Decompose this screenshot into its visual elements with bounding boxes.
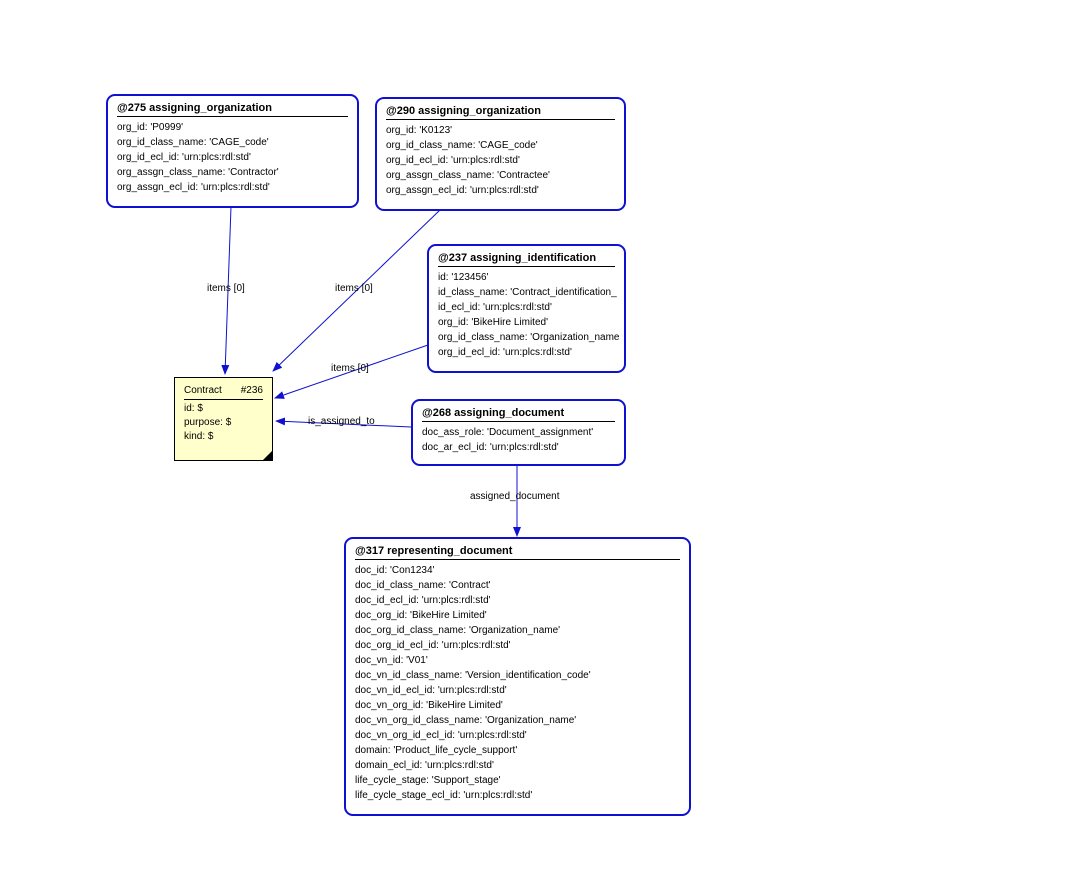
contract-attribute: purpose: $: [184, 417, 232, 428]
entity-attribute: doc_vn_id_ecl_id: 'urn:plcs:rdl:std': [355, 685, 507, 696]
entity-attribute: id_class_name: 'Contract_identification_: [438, 287, 617, 298]
entity-title: @317 representing_document: [355, 544, 680, 560]
entity-attribute: org_id: 'K0123': [386, 125, 453, 136]
entity-attribute: doc_id_ecl_id: 'urn:plcs:rdl:std': [355, 595, 491, 606]
entity-attribute: doc_vn_id: 'V01': [355, 655, 428, 666]
link-268-label: is_assigned_to: [308, 416, 375, 427]
entity-attribute: org_assgn_class_name: 'Contractee': [386, 170, 550, 181]
entity-290-assigning-organization[interactable]: @290 assigning_organization org_id: 'K012…: [375, 97, 626, 211]
entity-attribute: org_id_ecl_id: 'urn:plcs:rdl:std': [386, 155, 520, 166]
link-290-label: items [0]: [335, 283, 373, 294]
entity-317-representing-document[interactable]: @317 representing_document doc_id: 'Con12…: [344, 537, 691, 816]
entity-attribute: org_assgn_ecl_id: 'urn:plcs:rdl:std': [386, 185, 539, 196]
link-275-to-contract[interactable]: [221, 206, 232, 375]
entity-attribute: org_id_class_name: 'CAGE_code': [386, 140, 538, 151]
link-237-label: items [0]: [331, 363, 369, 374]
entity-attribute: id_ecl_id: 'urn:plcs:rdl:std': [438, 302, 552, 313]
link-290-to-contract[interactable]: [272, 209, 441, 372]
entity-attribute: domain: 'Product_life_cycle_support': [355, 745, 518, 756]
contract-attrs: id: $ purpose: $ kind: $: [184, 402, 263, 444]
entity-attribute: org_assgn_class_name: 'Contractor': [117, 167, 279, 178]
contract-note[interactable]: Contract #236 id: $ purpose: $ kind: $: [174, 377, 273, 461]
entity-268-assigning-document[interactable]: @268 assigning_document doc_ass_role: 'Do…: [411, 399, 626, 466]
entity-attribute: org_id_ecl_id: 'urn:plcs:rdl:std': [117, 152, 251, 163]
contract-ref: #236: [240, 385, 263, 396]
link-237-to-contract[interactable]: [274, 344, 429, 399]
entity-attribute: org_id_class_name: 'CAGE_code': [117, 137, 269, 148]
entity-title: @290 assigning_organization: [386, 104, 615, 120]
entity-275-assigning-organization[interactable]: @275 assigning_organization org_id: 'P099…: [106, 94, 359, 208]
entity-attribute: doc_vn_org_id_class_name: 'Organization_…: [355, 715, 577, 726]
entity-attribute: doc_org_id: 'BikeHire Limited': [355, 610, 487, 621]
entity-title: @268 assigning_document: [422, 406, 615, 422]
contract-name: Contract: [184, 385, 222, 396]
link-317-label: assigned_document: [470, 491, 560, 502]
entity-attribute: org_id_ecl_id: 'urn:plcs:rdl:std': [438, 347, 572, 358]
note-fold-corner: [263, 451, 272, 460]
entity-title: @237 assigning_identification: [438, 251, 615, 267]
entity-title: @275 assigning_organization: [117, 101, 348, 117]
contract-attribute: kind: $: [184, 431, 214, 442]
entity-attribute: domain_ecl_id: 'urn:plcs:rdl:std': [355, 760, 494, 771]
entity-attribute: life_cycle_stage: 'Support_stage': [355, 775, 501, 786]
entity-attribute: doc_org_id_class_name: 'Organization_nam…: [355, 625, 561, 636]
link-275-label: items [0]: [207, 283, 245, 294]
entity-attribute: doc_ass_role: 'Document_assignment': [422, 427, 594, 438]
entity-attribute: doc_org_id_ecl_id: 'urn:plcs:rdl:std': [355, 640, 511, 651]
entity-attribute: id: '123456': [438, 272, 489, 283]
entity-attribute: doc_vn_org_id_ecl_id: 'urn:plcs:rdl:std': [355, 730, 527, 741]
entity-attribute: org_id_class_name: 'Organization_name: [438, 332, 620, 343]
entity-attribute: org_id: 'P0999': [117, 122, 184, 133]
entity-attribute: doc_ar_ecl_id: 'urn:plcs:rdl:std': [422, 442, 559, 453]
entity-attribute: life_cycle_stage_ecl_id: 'urn:plcs:rdl:s…: [355, 790, 533, 801]
entity-attribute: doc_vn_org_id: 'BikeHire Limited': [355, 700, 503, 711]
entity-attribute: doc_id_class_name: 'Contract': [355, 580, 491, 591]
entity-attribute: org_id: 'BikeHire Limited': [438, 317, 548, 328]
link-268-to-contract[interactable]: [275, 417, 412, 428]
entity-237-assigning-identification[interactable]: @237 assigning_identification id: '123456…: [427, 244, 626, 373]
entity-attribute: org_assgn_ecl_id: 'urn:plcs:rdl:std': [117, 182, 270, 193]
entity-attribute: doc_id: 'Con1234': [355, 565, 435, 576]
contract-attribute: id: $: [184, 403, 203, 414]
entity-attribute: doc_vn_id_class_name: 'Version_identific…: [355, 670, 591, 681]
contract-title: Contract #236: [184, 384, 263, 400]
